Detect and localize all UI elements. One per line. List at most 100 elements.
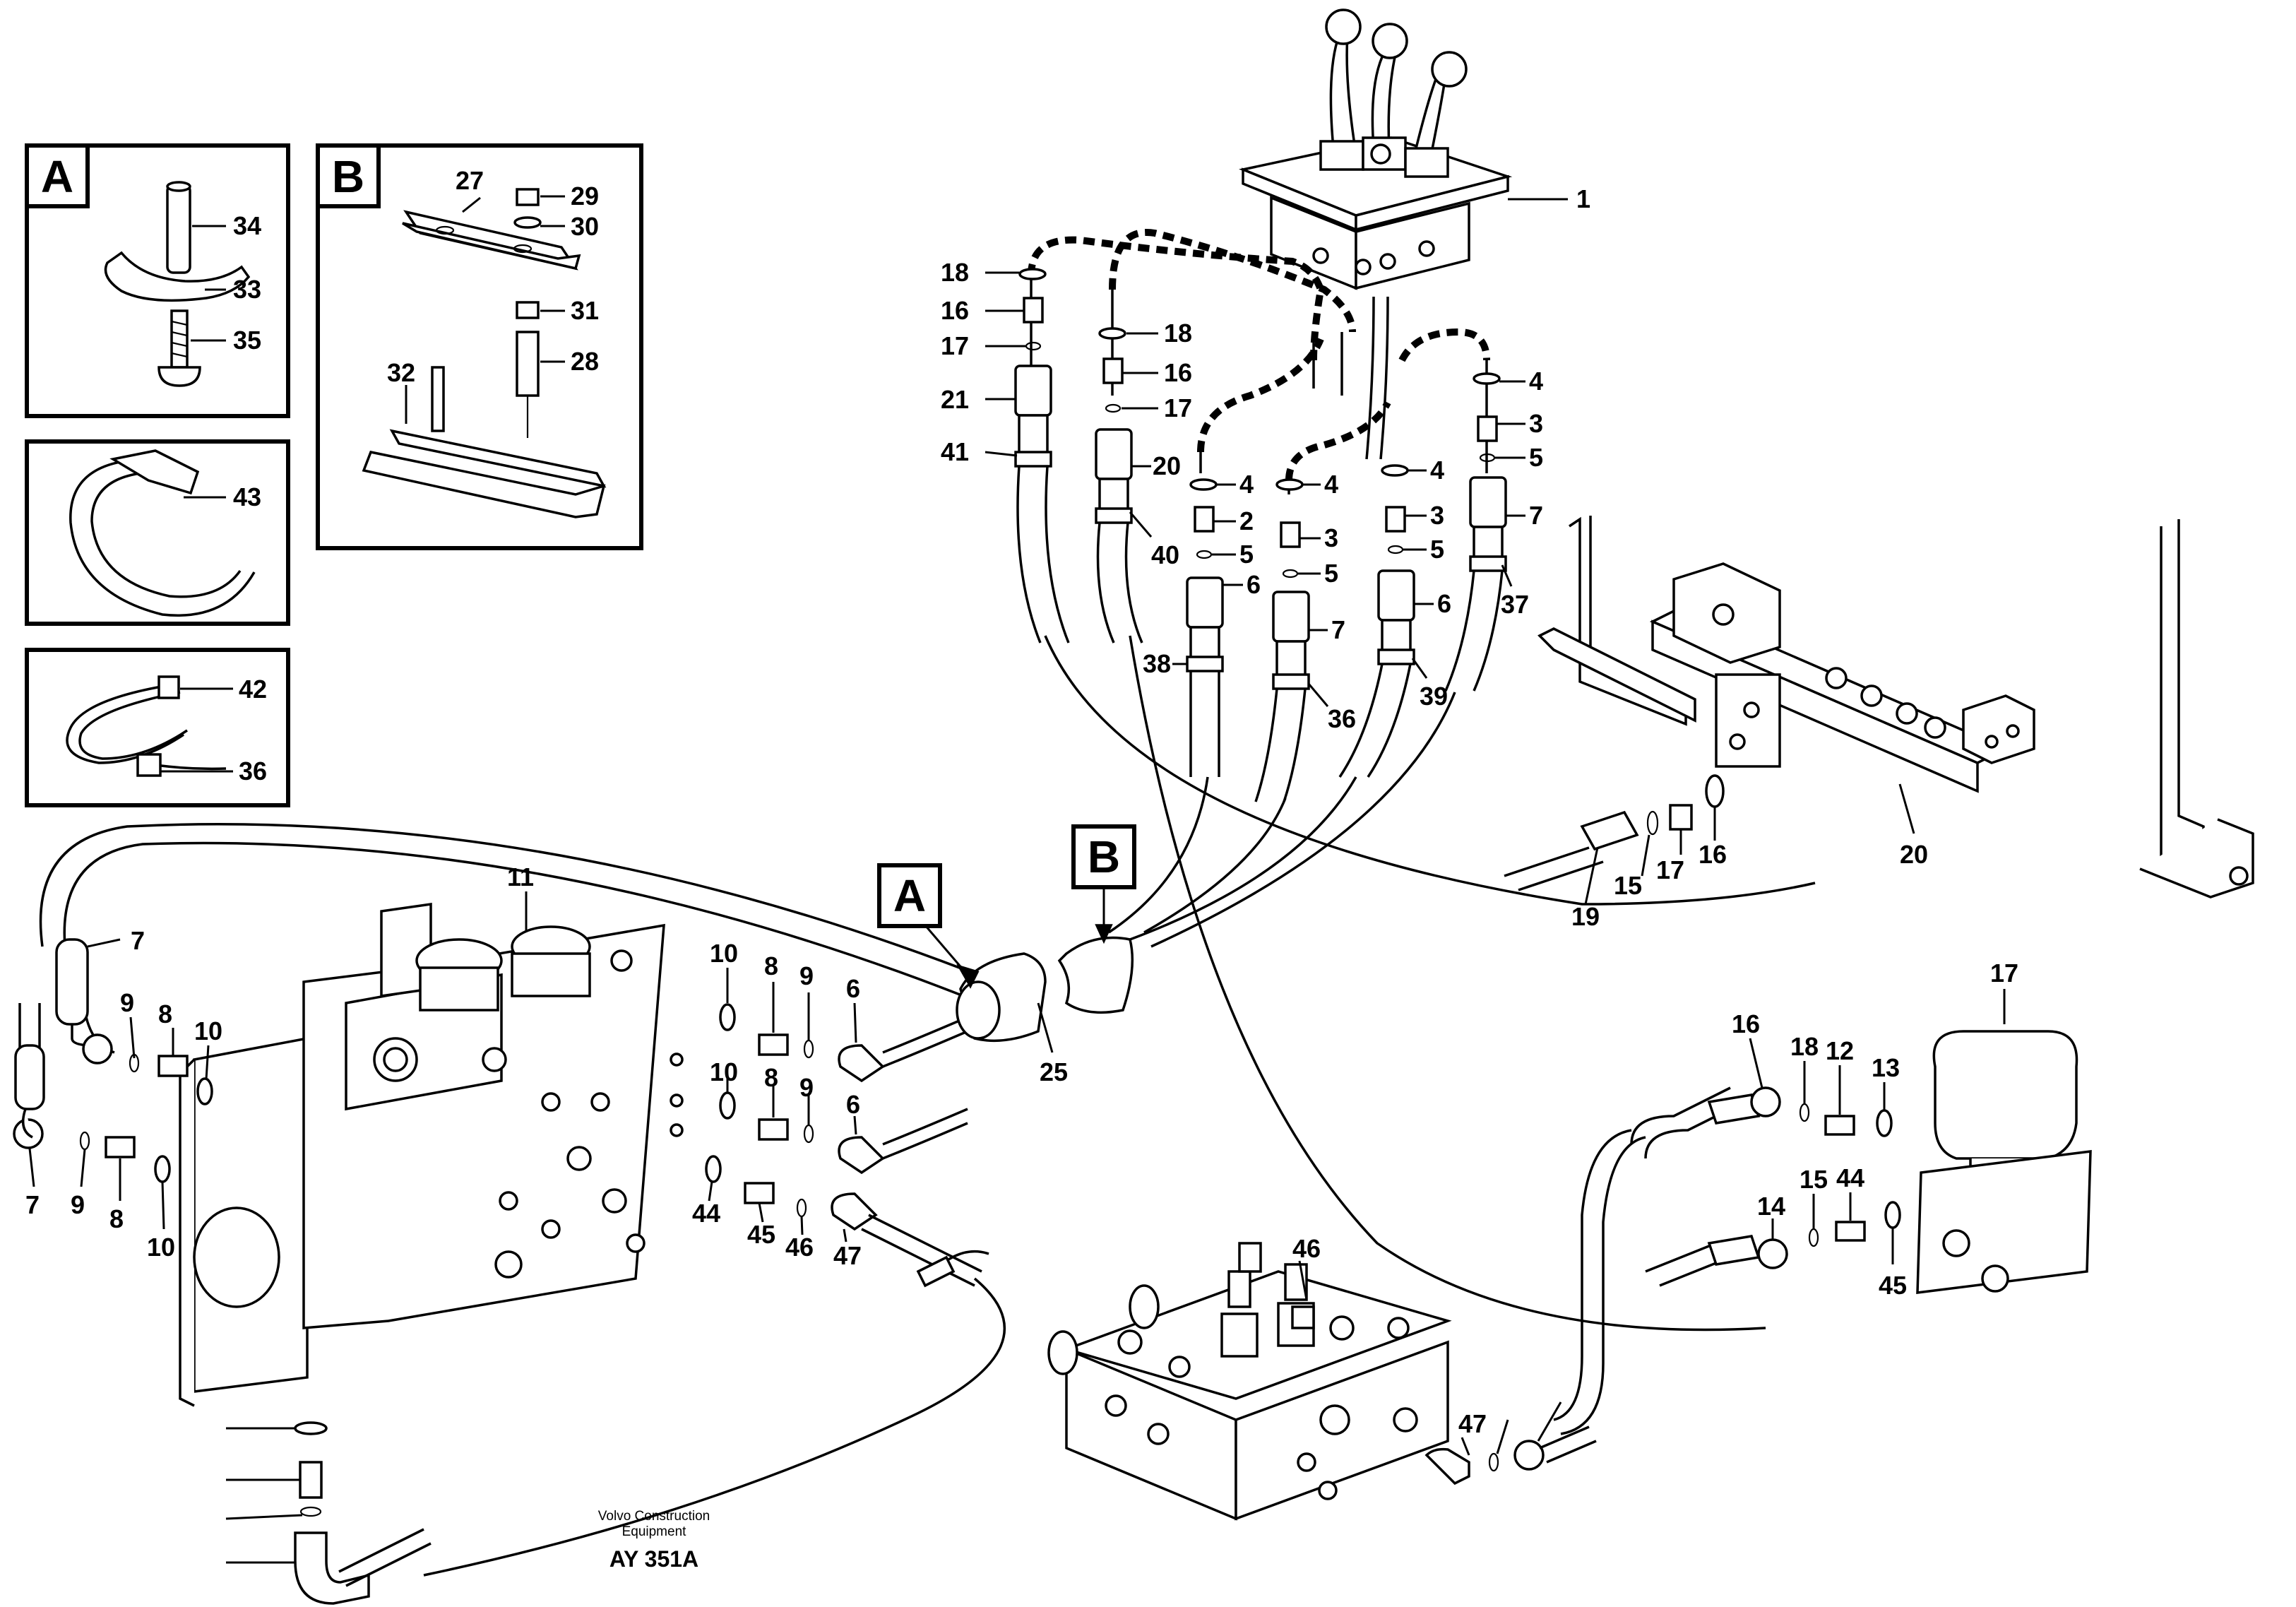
- fittings-21-24: 19 15 17 16: [1504, 774, 1727, 931]
- control-valve-1: 1: [1239, 8, 1590, 290]
- callout-15a: 16: [1732, 1009, 1760, 1038]
- callout-35: 35: [233, 326, 261, 355]
- drawing-code: AY 351A: [609, 1546, 698, 1572]
- inset-tie-42-36: 42 36: [25, 648, 290, 807]
- callout-9d: 9: [799, 1073, 814, 1102]
- callout-17b: 15: [1800, 1165, 1828, 1194]
- callout-26: 25: [1040, 1057, 1068, 1086]
- callout-20b: 14: [1757, 1192, 1785, 1221]
- callout-16b: 44: [1836, 1163, 1864, 1192]
- inset-b-letter: B: [332, 151, 364, 202]
- callout-9b: 9: [71, 1190, 85, 1219]
- callout-4-stack3: 4: [1239, 470, 1254, 499]
- credit-block: Volvo Construction Equipment AY 351A: [598, 1509, 710, 1572]
- callout-46a: 46: [785, 1233, 814, 1262]
- fittings-13-15: 47: [1424, 1401, 1597, 1486]
- callout-39: 39: [1420, 682, 1448, 711]
- callout-37: 37: [1501, 590, 1529, 619]
- callout-8d: 8: [764, 1063, 778, 1092]
- callout-7b: 7: [25, 1190, 40, 1219]
- pointer-b-label: B: [1088, 831, 1120, 882]
- callout-5-stack3: 5: [1239, 540, 1254, 569]
- callout-32: 32: [387, 358, 415, 387]
- callout-23: 15: [1614, 871, 1642, 900]
- misc-hoses: [916, 1250, 989, 1288]
- callout-10b: 10: [147, 1233, 175, 1262]
- callout-7a: 7: [131, 926, 145, 955]
- callout-20-stack2: 20: [1153, 451, 1181, 480]
- main-valve-right-fittings: 10 8 9 6 10 8 9 6 44 45 46 47: [423, 939, 1006, 1577]
- callout-40: 40: [1151, 540, 1179, 569]
- left-hose-loop: 7 9 8 10 7 9 8 10: [13, 823, 997, 1262]
- valve-block-12: 46: [1047, 1234, 1452, 1521]
- callout-36-main: 36: [1328, 704, 1356, 733]
- callout-22: 17: [1656, 855, 1684, 884]
- callout-5-stack5: 5: [1430, 535, 1444, 564]
- callout-36: 36: [239, 757, 267, 785]
- inset-box-a: A 34 33 35: [25, 143, 290, 418]
- callout-9a: 9: [120, 988, 134, 1017]
- callout-4-stack6: 4: [1529, 367, 1543, 396]
- callout-6-stack3: 6: [1247, 570, 1261, 599]
- callout-30: 30: [571, 212, 599, 241]
- callout-13: 47: [1458, 1409, 1487, 1438]
- callout-16a: 12: [1826, 1036, 1854, 1065]
- callout-12: 46: [1292, 1234, 1321, 1263]
- callout-7-stack6: 7: [1529, 501, 1543, 530]
- callout-41: 41: [941, 437, 969, 466]
- accumulator-fittings: 16 18 12 13 14 15 44 45: [1553, 1009, 1907, 1435]
- callout-17-stack2: 17: [1164, 393, 1192, 422]
- hose-sheaths: [1028, 229, 1490, 494]
- callout-10d: 10: [710, 1057, 738, 1086]
- callout-19: 17: [1990, 959, 2018, 988]
- callout-24: 16: [1699, 840, 1727, 869]
- callout-16-stack1: 16: [941, 296, 969, 325]
- bracket-assembly-25: 20: [1537, 516, 2254, 899]
- callout-29: 29: [571, 182, 599, 210]
- callout-25: 20: [1900, 840, 1928, 869]
- callout-42: 42: [239, 675, 267, 704]
- callout-43: 43: [233, 482, 261, 511]
- callout-8c: 8: [764, 951, 778, 980]
- callout-3-stack5: 3: [1430, 501, 1444, 530]
- callout-10a: 10: [194, 1016, 222, 1045]
- callout-18b: 45: [1879, 1271, 1907, 1300]
- callout-28: 28: [571, 347, 599, 376]
- callout-6-stack5: 6: [1437, 589, 1451, 618]
- callout-31: 31: [571, 296, 599, 325]
- callout-16-stack2: 16: [1164, 358, 1192, 387]
- callout-44a: 44: [692, 1199, 720, 1228]
- inset-clamp-43: 43: [25, 439, 290, 626]
- callout-33: 33: [233, 275, 261, 304]
- callout-2: 2: [1239, 506, 1254, 535]
- callout-5-stack4: 5: [1324, 559, 1338, 588]
- callout-10c: 10: [710, 939, 738, 968]
- callout-4-stack4: 4: [1324, 470, 1338, 499]
- callout-8a: 8: [158, 1000, 172, 1028]
- callout-47a: 47: [833, 1241, 862, 1270]
- callout-6c: 6: [846, 974, 860, 1003]
- callout-4-stack5: 4: [1430, 456, 1444, 485]
- bottom-fittings: [225, 1421, 432, 1605]
- accumulator-19: 17: [1916, 959, 2092, 1294]
- callout-11: 11: [507, 862, 534, 891]
- callout-27: 27: [456, 166, 484, 195]
- callout-6d: 6: [846, 1090, 860, 1119]
- callout-18-stack2: 18: [1164, 319, 1192, 348]
- credit-line1: Volvo Construction: [598, 1509, 710, 1524]
- callout-17-stack1: 17: [941, 331, 969, 360]
- callout-5-stack6: 5: [1529, 443, 1543, 472]
- callout-18a: 13: [1872, 1053, 1900, 1082]
- descending-hoses: [1016, 466, 1816, 1332]
- callout-1: 1: [1576, 184, 1590, 213]
- callout-8b: 8: [109, 1204, 124, 1233]
- callout-18-stack1: 18: [941, 258, 969, 287]
- callout-9c: 9: [799, 961, 814, 990]
- pointer-a-label: A: [893, 870, 926, 921]
- callout-7-stack4: 7: [1331, 615, 1345, 644]
- credit-line2: Equipment: [622, 1524, 687, 1539]
- inset-box-b: B 27 29 30 31 28 32: [316, 143, 643, 550]
- callout-3-stack6: 3: [1529, 409, 1543, 438]
- callout-34: 34: [233, 211, 261, 240]
